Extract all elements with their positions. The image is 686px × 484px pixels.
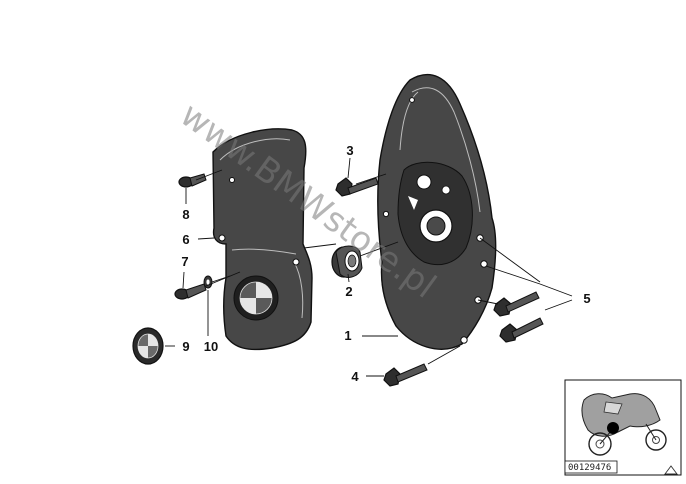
hex-bolt-5b[interactable]: [499, 317, 544, 343]
callout-labels: 1 2 3 4 5 6 7 8 9 10: [181, 143, 590, 384]
callout-1: 1: [344, 328, 351, 343]
callout-7: 7: [181, 254, 188, 269]
hex-bolt-4[interactable]: [383, 363, 428, 387]
assembly-lines: [195, 169, 541, 365]
screw-8[interactable]: [178, 173, 207, 188]
hex-bolt-5a[interactable]: [493, 291, 540, 317]
triangle-icon: [664, 465, 678, 475]
callout-5: 5: [583, 291, 590, 306]
callout-3: 3: [346, 143, 353, 158]
washer-10[interactable]: [203, 275, 213, 289]
locator-inset: 00129476: [564, 379, 682, 476]
hex-bolt-3[interactable]: [335, 177, 379, 197]
reference-number: 00129476: [568, 463, 611, 473]
callout-9: 9: [182, 339, 189, 354]
callout-10: 10: [204, 339, 218, 354]
callout-8: 8: [182, 207, 189, 222]
callout-2: 2: [345, 284, 352, 299]
sealing-ring[interactable]: [331, 245, 363, 278]
locator-dot: [607, 422, 619, 434]
motorcycle-locator-icon: [581, 393, 667, 456]
callout-4: 4: [351, 369, 359, 384]
leader-lines: [165, 157, 573, 377]
front-cover[interactable]: [212, 128, 313, 351]
timing-case-housing[interactable]: [377, 73, 497, 350]
cover-emblem: [233, 275, 279, 321]
emblem-9[interactable]: [132, 327, 164, 365]
callout-6: 6: [182, 232, 189, 247]
screw-7[interactable]: [174, 283, 207, 300]
